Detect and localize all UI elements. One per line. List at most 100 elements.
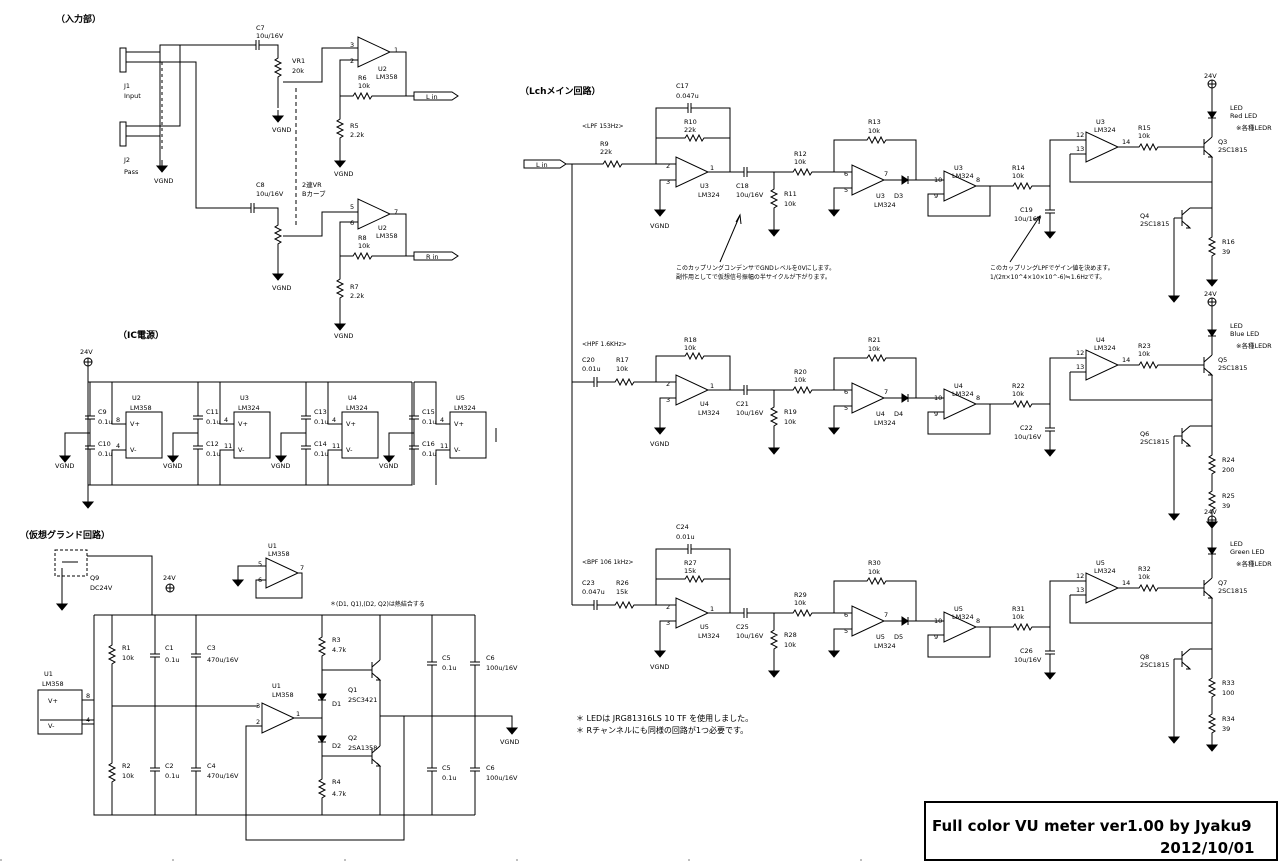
label: 5	[844, 404, 848, 412]
svg-text:D2: D2	[332, 742, 341, 750]
label: C21	[736, 400, 749, 408]
label: 10k	[1012, 390, 1024, 398]
wire	[659, 381, 676, 422]
label: 12	[1076, 349, 1084, 357]
label: 2SC1815	[1140, 438, 1169, 446]
label: 9	[934, 410, 938, 418]
svg-text:4: 4	[86, 716, 90, 724]
wire	[1049, 357, 1212, 404]
label: 10k	[1012, 172, 1024, 180]
label: 10u/16V	[1014, 215, 1042, 223]
label: V+	[454, 420, 464, 428]
wire	[655, 107, 731, 138]
capacitor	[84, 409, 96, 427]
resistor	[770, 403, 778, 429]
capacitor	[587, 376, 605, 388]
label: R14	[1012, 164, 1025, 172]
capacitor	[1044, 421, 1056, 439]
label: R29	[794, 591, 807, 599]
svg-text:R6: R6	[358, 74, 367, 82]
wire	[927, 185, 1010, 217]
label: U3	[700, 182, 709, 190]
vgnd-symbol	[768, 223, 780, 237]
wire	[833, 357, 917, 398]
transistor	[1195, 577, 1213, 599]
svg-text:2連VR: 2連VR	[302, 180, 322, 189]
label: 12	[1076, 131, 1084, 139]
resistor	[1208, 674, 1216, 700]
label: C16	[422, 440, 435, 448]
label: 2SC1815	[1218, 146, 1247, 154]
label: ※各種LEDR	[1236, 559, 1272, 568]
resistor	[599, 160, 625, 168]
vgnd-symbol	[167, 449, 179, 463]
label: R21	[868, 336, 881, 344]
svg-text:2.2k: 2.2k	[350, 292, 364, 300]
label: 14	[1122, 579, 1130, 587]
title-block: Full color VU meter ver1.00 by Jyaku9 20…	[924, 801, 1278, 861]
label: 11	[224, 442, 232, 450]
wire	[1049, 580, 1212, 627]
label: 10u/16V	[1014, 433, 1042, 441]
label: 1	[710, 382, 714, 390]
label: 10k	[684, 344, 696, 352]
label: 0.1u	[314, 418, 328, 426]
label: 4	[224, 416, 228, 424]
label: R28	[784, 631, 797, 639]
filter-row: R922kR1022kC170.047u231U3LM324VGNDC1810u…	[599, 72, 1272, 303]
svg-text:＊ LEDは JRG81316LS 10 TF を使用しまし: ＊ LEDは JRG81316LS 10 TF を使用しました。	[576, 713, 753, 723]
wire	[833, 405, 852, 424]
svg-text:V+: V+	[48, 697, 58, 705]
svg-text:10u/16V: 10u/16V	[256, 190, 284, 198]
svg-text:Q1: Q1	[348, 686, 357, 694]
label: C19	[1020, 206, 1033, 214]
label: 2	[666, 603, 670, 611]
resistor	[1135, 143, 1161, 151]
op-amp	[1085, 131, 1119, 163]
svg-text:100u/16V: 100u/16V	[486, 774, 518, 782]
capacitor	[681, 543, 699, 555]
label: 10k	[1012, 613, 1024, 621]
input-section-title: （入力部）	[56, 13, 101, 25]
svg-text:0.1u: 0.1u	[165, 656, 179, 664]
label: 0.01u	[582, 365, 601, 373]
wire	[655, 355, 731, 390]
label: 7	[884, 170, 888, 178]
ground-symbol	[1168, 507, 1180, 521]
svg-text:2: 2	[256, 718, 260, 726]
label: V+	[346, 420, 356, 428]
svg-text:C5: C5	[442, 654, 451, 662]
label: 2SC1815	[1140, 220, 1169, 228]
label: 10k	[1138, 350, 1150, 358]
main-section-title: （Lchメイン回路）	[520, 85, 600, 97]
svg-text:DC24V: DC24V	[90, 584, 113, 592]
label: 10u/16V	[736, 632, 764, 640]
vgnd-symbol	[828, 421, 840, 435]
label: R20	[794, 368, 807, 376]
wire	[1034, 626, 1051, 645]
svg-text:R8: R8	[358, 234, 367, 242]
svg-text:10u/16V: 10u/16V	[256, 32, 284, 40]
label: 39	[1222, 248, 1230, 256]
ground-symbol	[1168, 289, 1180, 303]
title-block-date: 2012/10/01	[1160, 839, 1254, 857]
resistor	[863, 136, 889, 144]
label: 1	[710, 605, 714, 613]
label: 24V	[1204, 290, 1217, 298]
transistor	[1173, 425, 1191, 447]
capacitor	[300, 439, 312, 457]
svg-text:R1: R1	[122, 644, 131, 652]
svg-text:J2: J2	[123, 156, 130, 164]
label: LM324	[698, 632, 720, 640]
svg-text:<LPF 153Hz>: <LPF 153Hz>	[582, 123, 624, 130]
label: 2	[666, 162, 670, 170]
label: LM324	[952, 172, 974, 180]
capacitor	[587, 599, 605, 611]
label: Green LED	[1230, 548, 1264, 556]
capacitor	[681, 102, 699, 114]
label: 9	[934, 633, 938, 641]
label: 39	[1222, 725, 1230, 733]
label: D3	[894, 192, 903, 200]
vgnd-symbol	[383, 449, 395, 463]
vgnd-symbol	[768, 441, 780, 455]
